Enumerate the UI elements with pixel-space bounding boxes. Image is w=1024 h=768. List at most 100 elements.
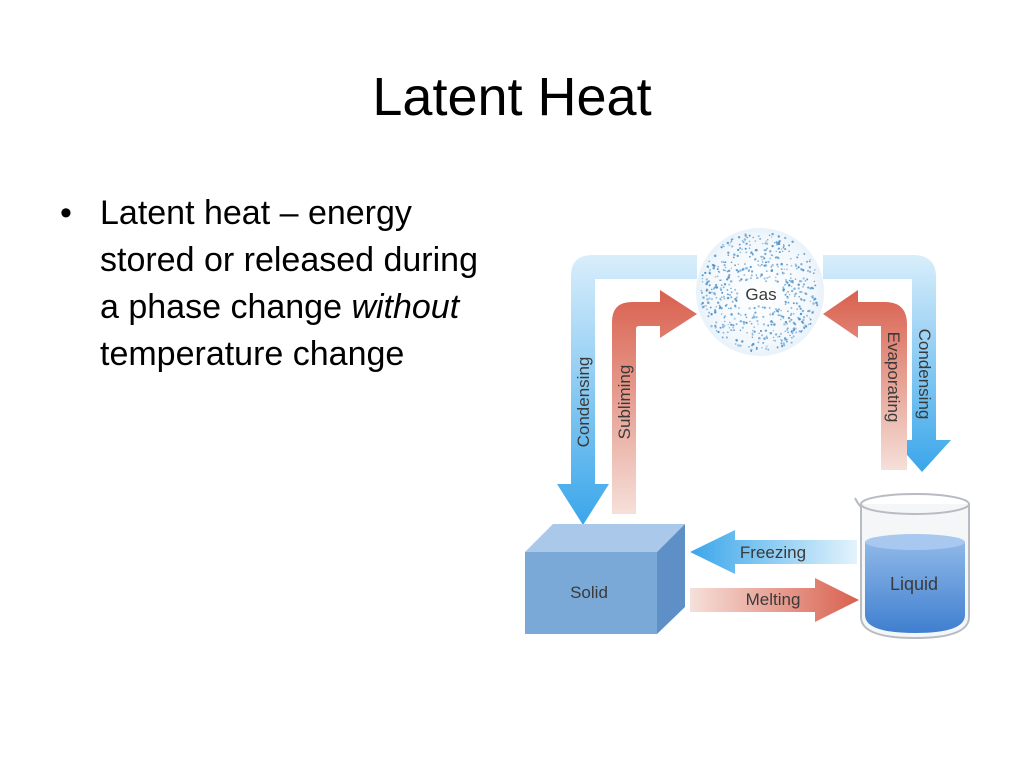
bullet-text-lead: Latent heat – energy stored or released … (100, 194, 479, 326)
gas-particle (711, 288, 713, 291)
gas-particle (710, 324, 713, 328)
gas-particle (762, 315, 765, 318)
gas-particle (745, 251, 748, 254)
gas-particle (783, 272, 786, 275)
gas-particle (767, 324, 770, 327)
gas-particle (751, 252, 754, 255)
gas-particle (801, 320, 804, 323)
gas-particle (748, 269, 750, 271)
gas-particle (743, 238, 747, 241)
gas-particle (717, 330, 720, 334)
gas-particle (728, 283, 731, 286)
gas-particle (723, 316, 726, 319)
gas-particle (718, 271, 721, 273)
gas-particle (755, 315, 758, 319)
gas-particle (779, 318, 782, 321)
gas-particle (766, 277, 769, 279)
gas-particle (750, 270, 754, 273)
gas-particle (785, 321, 787, 323)
gas-particle (701, 301, 704, 305)
gas-particle (784, 294, 787, 296)
gas-particle (790, 314, 792, 316)
gas-particle (749, 255, 751, 258)
gas-particle (812, 294, 814, 297)
gas-particle (709, 291, 712, 294)
gas-particle (771, 312, 775, 315)
gas-particles (700, 232, 819, 352)
gas-particle (740, 278, 743, 281)
gas-particle (752, 315, 756, 319)
gas-particle (708, 272, 712, 275)
gas-particle (708, 297, 711, 300)
gas-particle (802, 316, 806, 319)
gas-particle (734, 288, 737, 291)
gas-particle (746, 236, 749, 239)
gas-particle (769, 257, 772, 260)
gas-particle (739, 344, 742, 347)
gas-particle (798, 280, 802, 283)
gas-particle (720, 289, 723, 291)
gas-particle (729, 241, 732, 244)
gas-particle (777, 308, 780, 311)
gas-particle (772, 339, 775, 342)
gas-cloud (696, 228, 824, 356)
gas-particle (796, 308, 798, 310)
gas-particle (706, 265, 710, 268)
gas-particle (739, 314, 742, 316)
subliming-label: Subliming (615, 365, 634, 440)
gas-particle (762, 261, 764, 263)
gas-particle (786, 328, 789, 332)
gas-particle (780, 309, 782, 312)
gas-particle (757, 235, 760, 238)
gas-particle (797, 266, 800, 269)
gas-particle (767, 260, 770, 264)
gas-particle (794, 327, 797, 330)
gas-particle (736, 270, 740, 274)
gas-particle (790, 318, 793, 321)
gas-particle (751, 333, 754, 336)
gas-particle (745, 316, 748, 319)
gas-particle (705, 289, 708, 292)
gas-particle (734, 343, 737, 345)
gas-particle (783, 342, 785, 344)
gas-particle (711, 263, 715, 267)
gas-particle (769, 313, 772, 316)
gas-particle (732, 324, 735, 327)
gas-particle (761, 346, 763, 349)
gas-particle (738, 279, 741, 282)
gas-particle (762, 255, 764, 258)
gas-particle (792, 335, 795, 338)
slide-title: Latent Heat (372, 67, 652, 127)
gas-particle (739, 320, 742, 323)
gas-particle (713, 292, 716, 295)
gas-particle (783, 337, 787, 340)
gas-particle (784, 303, 787, 305)
gas-particle (745, 266, 748, 270)
gas-particle (746, 331, 748, 334)
gas-particle (808, 270, 812, 273)
gas-particle (744, 234, 747, 237)
gas-particle (754, 240, 757, 242)
gas-particle (726, 241, 730, 245)
gas-particle (812, 287, 815, 290)
gas-particle (741, 248, 743, 251)
gas-particle (795, 256, 799, 259)
gas-particle (792, 302, 795, 305)
gas-particle (812, 302, 815, 305)
gas-particle (763, 306, 766, 309)
gas-particle (727, 269, 731, 273)
gas-particle (794, 292, 798, 295)
gas-particle (780, 315, 783, 318)
gas-particle (784, 330, 786, 333)
gas-particle (720, 284, 723, 286)
gas-particle (813, 299, 815, 301)
gas-particle (792, 312, 795, 315)
gas-particle (722, 295, 725, 298)
gas-particle (805, 293, 808, 296)
gas-particle (767, 348, 770, 351)
gas-particle (735, 296, 738, 299)
bullet-text-tail: temperature change (100, 335, 405, 373)
gas-particle (705, 278, 709, 281)
gas-particle (749, 244, 751, 246)
gas-particle (730, 267, 733, 270)
